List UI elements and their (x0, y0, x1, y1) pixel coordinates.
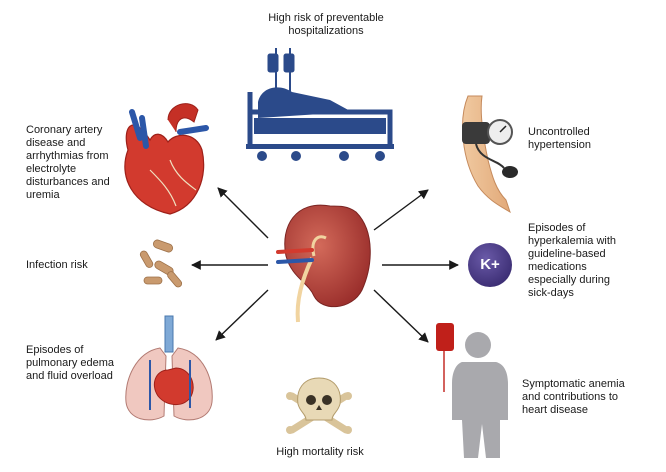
label-line: guideline-based (528, 248, 606, 260)
label-line: Infection risk (26, 259, 88, 271)
label-line: Symptomatic anemia (522, 378, 625, 390)
label-line: High mortality risk (276, 446, 364, 458)
potassium-symbol: K+ (480, 256, 500, 273)
bacteria-icon (139, 239, 183, 288)
blood-bag-person-icon (436, 323, 508, 458)
kidney-icon (276, 204, 371, 323)
label-line: especially during (528, 274, 610, 286)
label-pulmonary: Episodes of pulmonary edema and fluid ov… (26, 344, 136, 383)
label-line: disturbances and (26, 176, 110, 188)
label-line: Episodes of (26, 344, 84, 356)
arrow-to-anemia (373, 289, 429, 343)
label-line: disease and (26, 137, 86, 149)
label-line: pulmonary edema (26, 357, 115, 369)
label-hospitalizations: High risk of preventable hospitalization… (236, 12, 416, 38)
label-line: uremia (26, 189, 60, 201)
label-line: arrhythmias from (26, 150, 109, 162)
label-hyperkalemia: Episodes of hyperkalemia with guideline-… (528, 222, 648, 300)
label-hypertension: Uncontrolled hypertension (528, 126, 638, 152)
arrow-to-lungs (215, 289, 269, 341)
label-line: sick-days (528, 287, 574, 299)
arrow-to-hypertension (373, 189, 429, 231)
label-line: hyperkalemia with (528, 235, 617, 247)
potassium-badge-icon (468, 243, 512, 287)
label-line: Uncontrolled (528, 126, 590, 138)
lungs-icon (125, 315, 213, 421)
label-line: hypertension (528, 139, 591, 151)
label-mortality: High mortality risk (250, 446, 390, 459)
blood-pressure-cuff-icon (462, 95, 518, 214)
arrows (191, 187, 459, 343)
label-line: High risk of preventable (268, 12, 384, 24)
label-line: electrolyte (26, 163, 77, 175)
label-line: hospitalizations (288, 25, 364, 37)
arrow-to-heart (217, 187, 269, 239)
label-coronary: Coronary artery disease and arrhythmias … (26, 124, 126, 202)
label-line: Episodes of (528, 222, 586, 234)
label-line: Coronary artery (26, 124, 103, 136)
label-anemia: Symptomatic anemia and contributions to … (522, 378, 652, 417)
hospital-bed-icon (246, 48, 394, 161)
label-line: heart disease (522, 404, 589, 416)
label-line: and fluid overload (26, 370, 113, 382)
label-line: medications (528, 261, 587, 273)
label-infection: Infection risk (26, 259, 126, 272)
heart-icon (124, 103, 209, 215)
skull-crossbones-icon (286, 377, 352, 434)
label-line: and contributions to (522, 391, 619, 403)
